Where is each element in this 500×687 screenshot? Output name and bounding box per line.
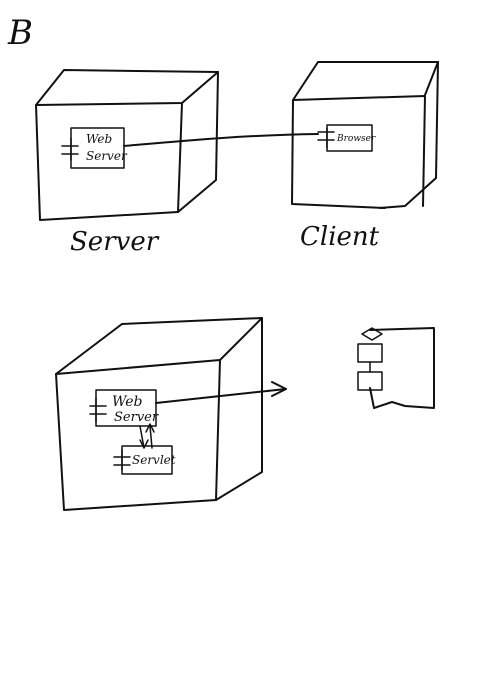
bottom-web-server-label-line1: Web — [112, 394, 143, 410]
outbound-arrow — [155, 381, 287, 404]
browser-component: Browser — [317, 124, 376, 152]
page-letter: B — [7, 13, 33, 53]
client-node-box — [291, 61, 439, 209]
webserver-servlet-arrows — [139, 423, 155, 449]
servlet-label: Servlet — [132, 453, 176, 467]
web-server-component: Web Server — [61, 127, 128, 169]
bottom-web-server-component: Web Server — [89, 389, 159, 427]
browser-label: Browser — [336, 134, 376, 144]
web-server-label-line2: Server — [86, 149, 128, 163]
web-server-label-line1: Web — [86, 132, 112, 146]
server-node-box — [35, 69, 219, 221]
connector-webserver-browser — [123, 133, 319, 147]
server-node-label: Server — [70, 227, 160, 257]
client-node-label: Client — [300, 222, 380, 252]
component-symbol — [357, 327, 435, 409]
bottom-web-server-label-line2: Server — [114, 410, 159, 425]
servlet-component: Servlet — [113, 445, 176, 475]
bottom-server-node-box — [55, 317, 263, 511]
